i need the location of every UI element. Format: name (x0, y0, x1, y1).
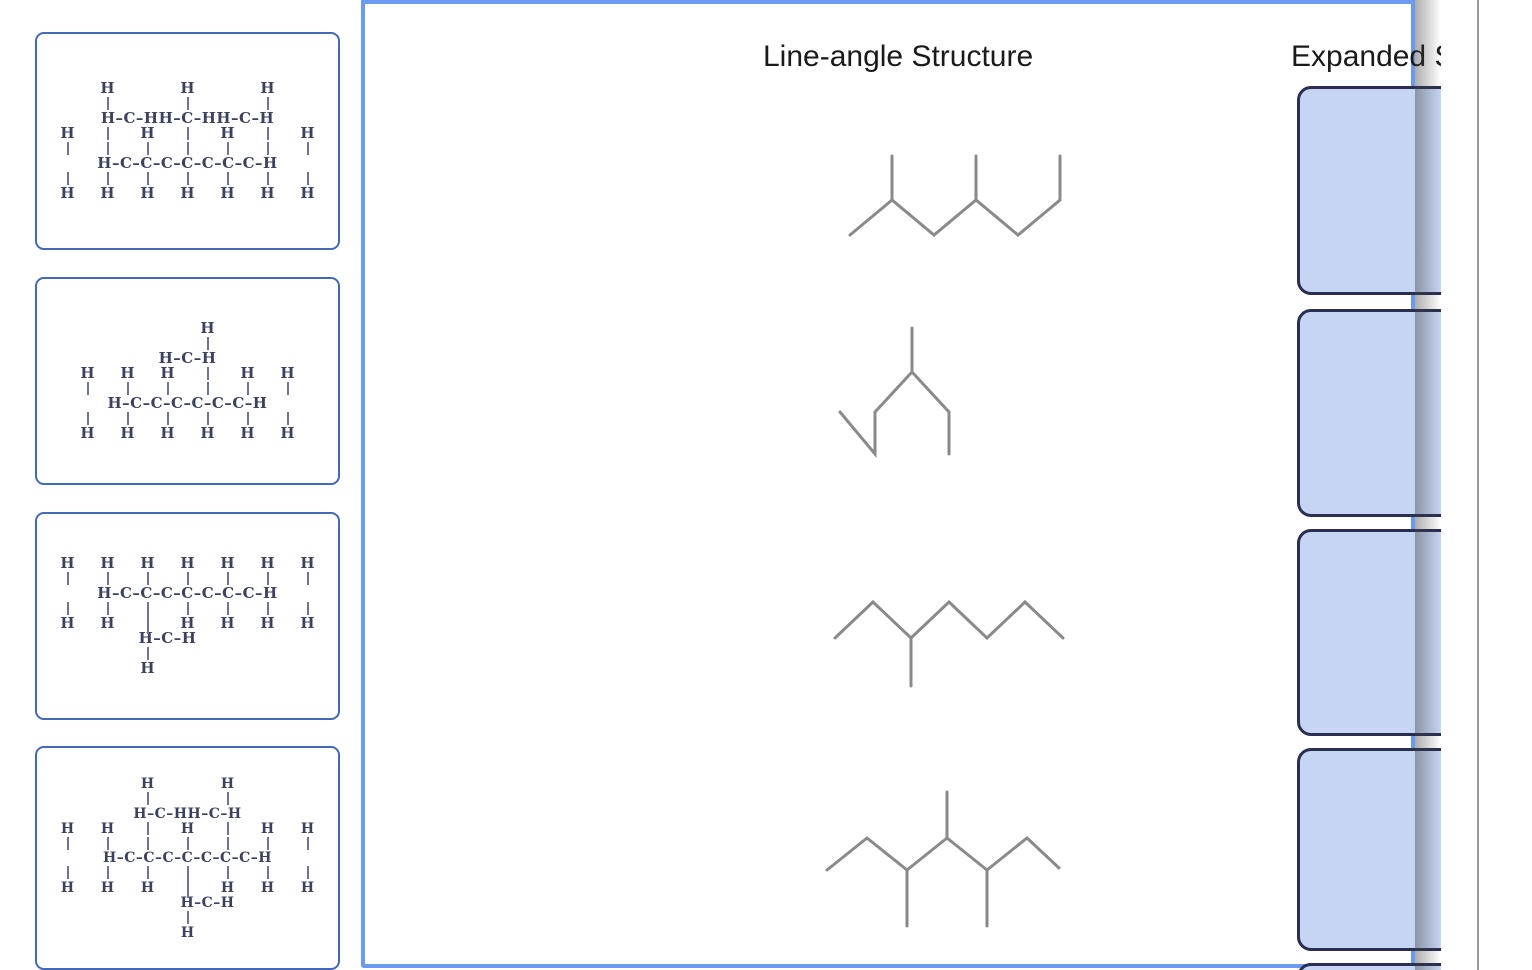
line-angle-svg-1 (848, 154, 1062, 237)
line-angle-structure-2[interactable] (820, 320, 1120, 500)
outer-vertical-rule (1477, 0, 1479, 970)
line-angle-structure-1[interactable] (820, 140, 1120, 290)
line-angle-svg-3 (833, 599, 1065, 688)
line-angle-svg-2 (838, 326, 951, 459)
column-heading-line-angle: Line-angle Structure (763, 40, 1034, 73)
matching-panel: Line-angle Structure Expanded Structure (361, 0, 1532, 970)
panel-drop-shadow (1415, 0, 1441, 970)
line-angle-structure-4[interactable] (805, 780, 1105, 955)
right-background (1441, 0, 1532, 970)
line-angle-structure-3[interactable] (820, 570, 1120, 720)
line-angle-svg-4 (825, 790, 1061, 928)
